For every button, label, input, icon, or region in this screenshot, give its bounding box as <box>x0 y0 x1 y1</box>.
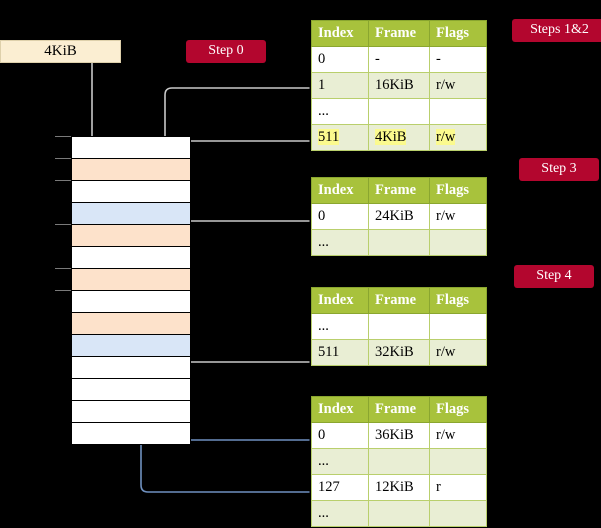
cell-flags <box>429 229 487 256</box>
cell-index: 127 <box>311 474 369 501</box>
cell-frame: 32KiB <box>368 339 430 366</box>
cell-index: 0 <box>311 46 369 73</box>
physical-frame-label: 4KiB <box>44 43 77 59</box>
cell-frame: 36KiB <box>368 422 430 449</box>
table-header-row: Index Frame Flags <box>311 20 487 47</box>
page-table-4: Index Frame Flags 0 36KiB r/w ... 127 12… <box>311 396 487 527</box>
memory-row <box>72 379 190 401</box>
memory-tick <box>55 268 71 269</box>
memory-tick <box>55 158 71 159</box>
table-row: ... <box>311 229 487 256</box>
table-row: 0 - - <box>311 46 487 73</box>
cell-flags <box>429 500 487 527</box>
column-header-flags: Flags <box>429 177 487 204</box>
memory-tick <box>55 224 71 225</box>
cell-flags: r/w <box>429 339 487 366</box>
memory-row <box>72 137 190 159</box>
badge-steps-1-2: Steps 1&2 <box>512 19 601 42</box>
cell-index: 0 <box>311 422 369 449</box>
cell-frame <box>368 313 430 340</box>
column-header-frame: Frame <box>368 20 430 47</box>
memory-row <box>72 423 190 445</box>
cell-frame <box>368 448 430 475</box>
table-header-row: Index Frame Flags <box>311 287 487 314</box>
table-row: 1 16KiB r/w <box>311 72 487 99</box>
memory-row <box>72 203 190 225</box>
column-header-frame: Frame <box>368 396 430 423</box>
memory-row <box>72 313 190 335</box>
memory-tick <box>55 136 71 137</box>
badge-step-0: Step 0 <box>186 40 266 63</box>
cell-flags <box>429 313 487 340</box>
memory-row <box>72 225 190 247</box>
table-row: ... <box>311 448 487 475</box>
cell-index: 511 <box>311 124 369 151</box>
cell-flags <box>429 98 487 125</box>
column-header-index: Index <box>311 177 369 204</box>
cell-frame <box>368 500 430 527</box>
table-row: ... <box>311 500 487 527</box>
cell-flags <box>429 448 487 475</box>
memory-tick <box>55 290 71 291</box>
cell-index: 1 <box>311 72 369 99</box>
cell-frame: 24KiB <box>368 203 430 230</box>
cell-flags-text: r/w <box>436 129 456 145</box>
column-header-frame: Frame <box>368 177 430 204</box>
cell-frame: - <box>368 46 430 73</box>
cell-index-text: 511 <box>318 129 340 145</box>
cell-index: ... <box>311 313 369 340</box>
cell-frame: 4KiB <box>368 124 430 151</box>
table-row: 127 12KiB r <box>311 474 487 501</box>
cell-index: 0 <box>311 203 369 230</box>
column-header-flags: Flags <box>429 396 487 423</box>
cell-flags: r/w <box>429 422 487 449</box>
memory-row <box>72 159 190 181</box>
page-table-1: Index Frame Flags 0 - - 1 16KiB r/w ... <box>311 20 487 151</box>
cell-frame <box>368 229 430 256</box>
cell-index: ... <box>311 500 369 527</box>
cell-frame <box>368 98 430 125</box>
cell-flags: - <box>429 46 487 73</box>
column-header-flags: Flags <box>429 20 487 47</box>
column-header-index: Index <box>311 396 369 423</box>
table-row: 511 32KiB r/w <box>311 339 487 366</box>
cell-flags: r/w <box>429 72 487 99</box>
table-row: 511 4KiB r/w <box>311 124 487 151</box>
cell-flags: r <box>429 474 487 501</box>
cell-index: 511 <box>311 339 369 366</box>
cell-flags: r/w <box>429 124 487 151</box>
memory-row <box>72 247 190 269</box>
column-header-index: Index <box>311 287 369 314</box>
table-row: ... <box>311 98 487 125</box>
memory-row <box>72 181 190 203</box>
cell-index: ... <box>311 229 369 256</box>
memory-row <box>72 401 190 423</box>
cell-index: ... <box>311 98 369 125</box>
badge-step-4: Step 4 <box>514 265 594 288</box>
column-header-index: Index <box>311 20 369 47</box>
column-header-flags: Flags <box>429 287 487 314</box>
memory-row <box>72 291 190 313</box>
table-header-row: Index Frame Flags <box>311 177 487 204</box>
memory-row <box>72 269 190 291</box>
cell-flags: r/w <box>429 203 487 230</box>
table-row: 0 24KiB r/w <box>311 203 487 230</box>
physical-frame-box: 4KiB <box>0 40 121 63</box>
cell-frame: 16KiB <box>368 72 430 99</box>
table-header-row: Index Frame Flags <box>311 396 487 423</box>
badge-step-3: Step 3 <box>519 158 599 181</box>
column-header-frame: Frame <box>368 287 430 314</box>
memory-column <box>71 136 191 445</box>
page-table-2: Index Frame Flags 0 24KiB r/w ... <box>311 177 487 256</box>
cell-index: ... <box>311 448 369 475</box>
cell-frame-text: 4KiB <box>375 129 407 145</box>
memory-row <box>72 335 190 357</box>
page-table-3: Index Frame Flags ... 511 32KiB r/w <box>311 287 487 366</box>
memory-tick <box>55 180 71 181</box>
memory-row <box>72 357 190 379</box>
cell-frame: 12KiB <box>368 474 430 501</box>
table-row: ... <box>311 313 487 340</box>
table-row: 0 36KiB r/w <box>311 422 487 449</box>
